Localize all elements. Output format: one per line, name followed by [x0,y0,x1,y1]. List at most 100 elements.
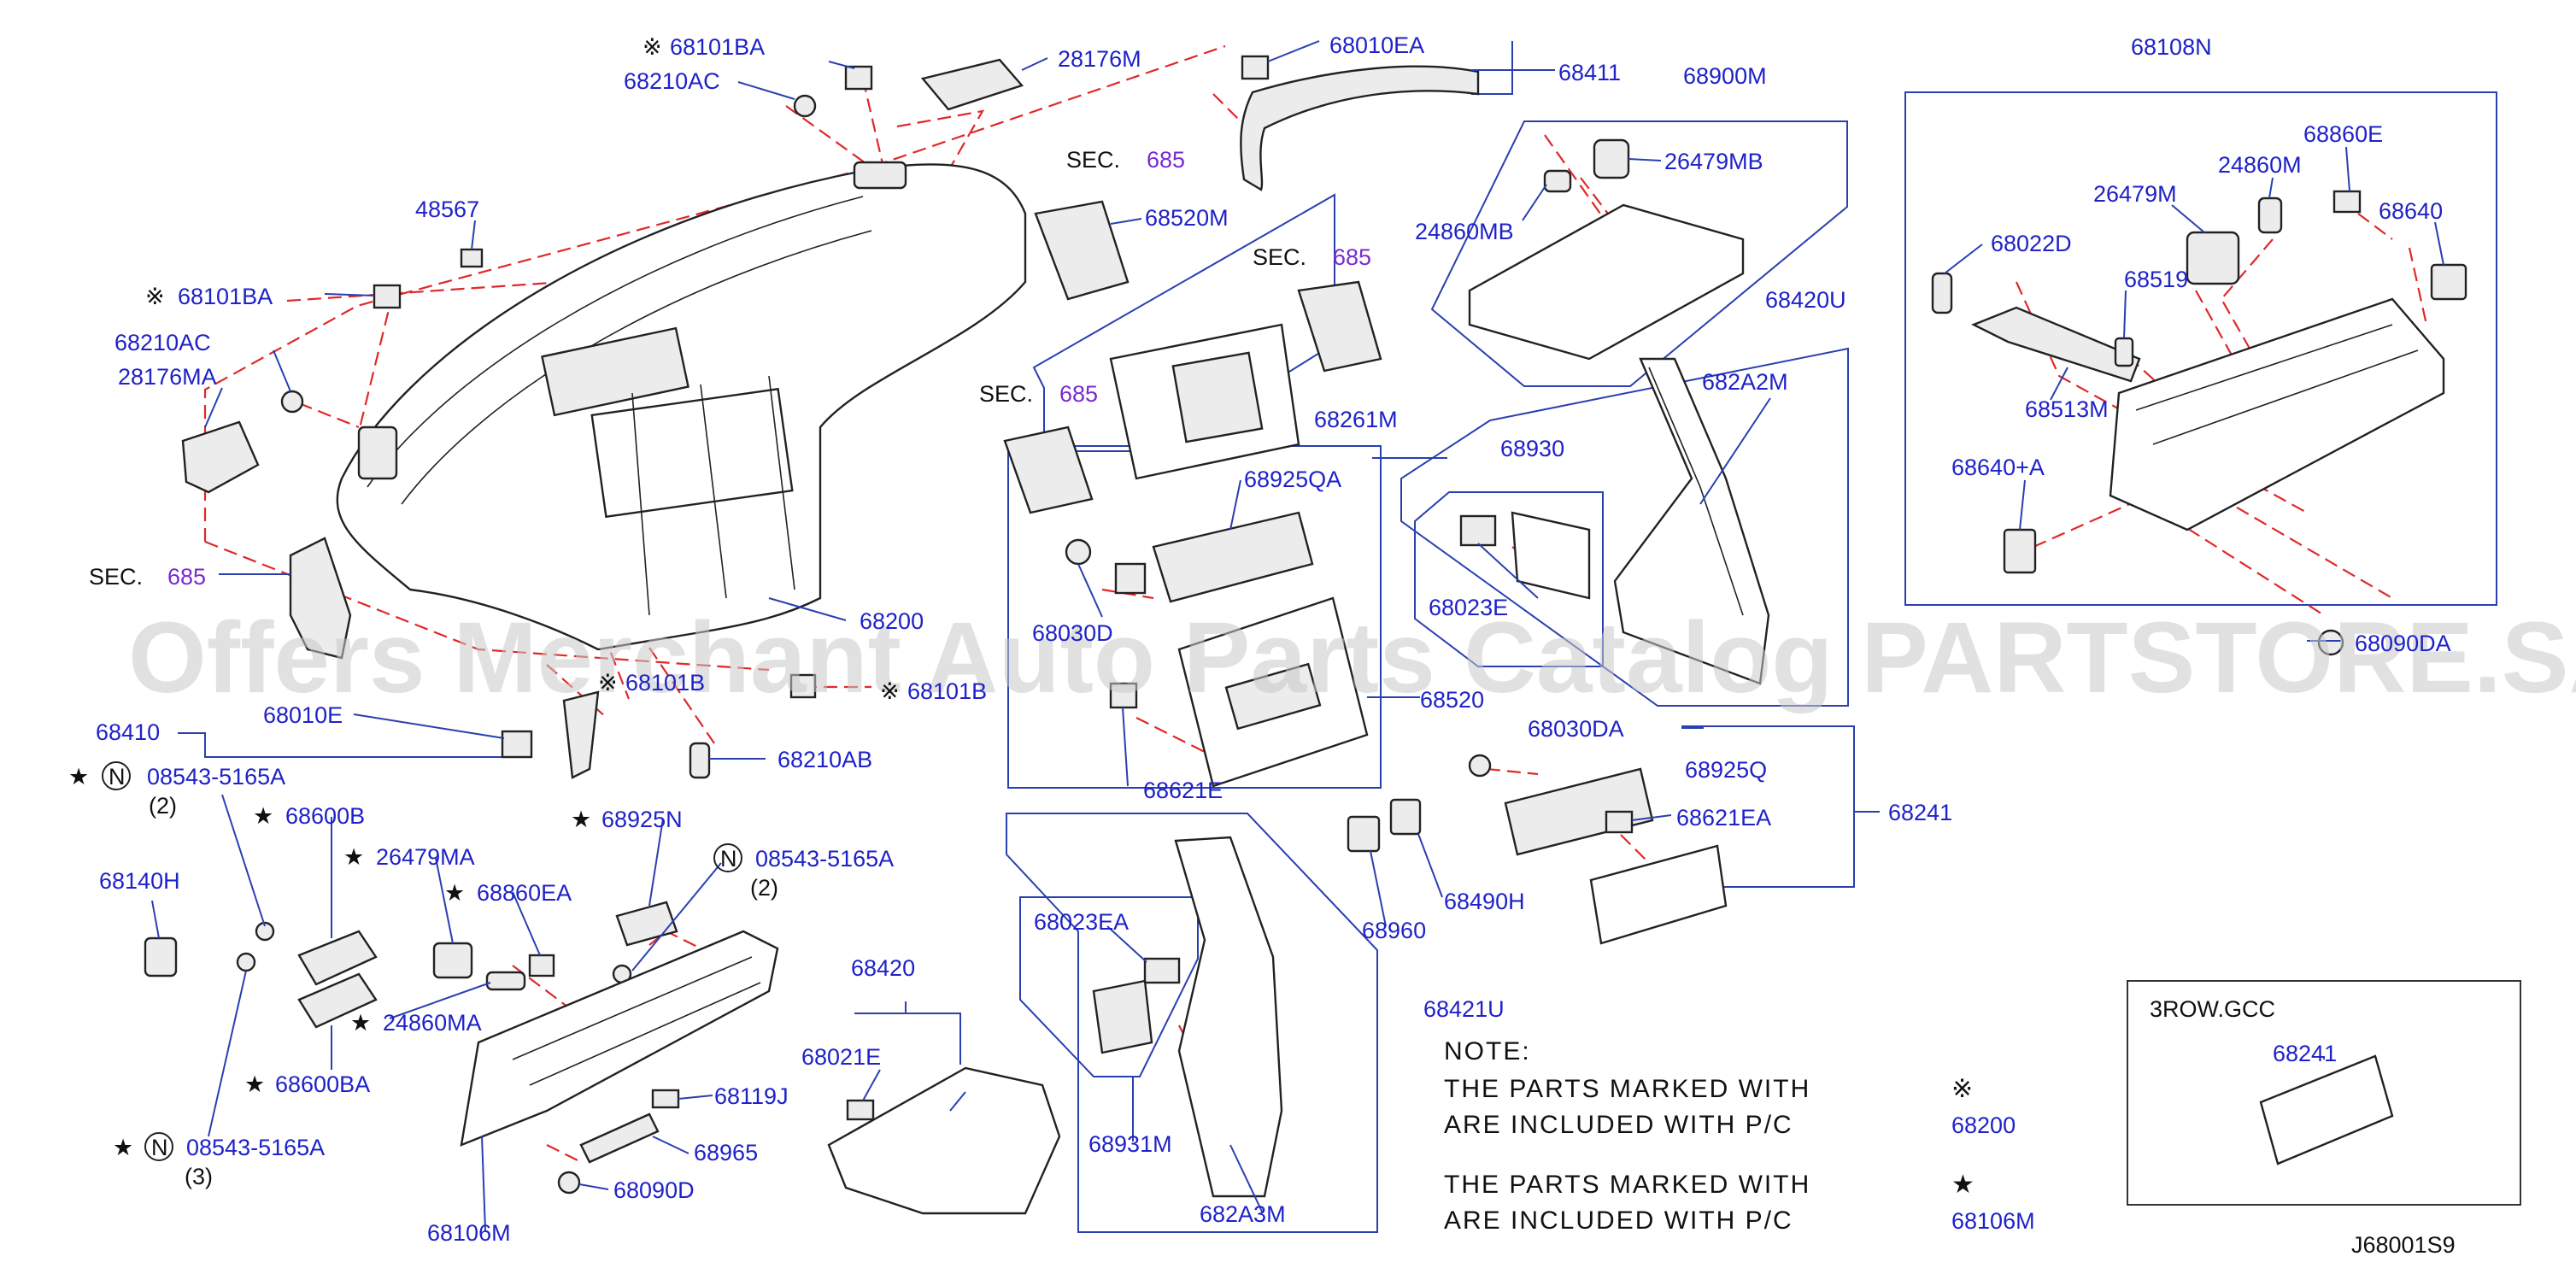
switch-68600ba [297,972,378,1029]
trim-68410 [562,690,600,779]
label-26479ma: 26479MA [376,844,475,870]
screw-68210ac-top [793,94,817,118]
qty-08543-2: (2) [750,875,778,901]
stopper-24860ma [485,971,526,991]
note-line-3: THE PARTS MARKED WITH [1444,1171,1810,1199]
dash-panel-ridge-1 [367,196,864,488]
bracket-68241 [1681,725,1855,888]
pin-68022d [1931,272,1953,314]
label-68210ab: 68210AB [777,747,872,772]
qty-08543-3: (3) [185,1164,213,1189]
note-line-2-part: 68200 [1951,1112,2016,1138]
cover-28176m [920,58,1024,111]
label-68925n: 68925N [601,807,683,832]
screw-68210ab [689,742,711,779]
sec-ref-4-prefix: SEC. [89,564,143,590]
label-28176m: 28176M [1058,46,1141,72]
label-08543-2: 08543-5165A [755,846,894,872]
cover-68965 [579,1112,660,1164]
n-mark-08543-3: N [151,1135,168,1160]
n-mark-08543-2: N [720,846,737,872]
dash-24860m [2220,238,2274,360]
label-68101ba-left: 68101BA [178,284,273,309]
sec-ref-1-prefix: SEC. [1066,147,1120,173]
label-08543-1: 08543-5165A [147,764,285,790]
bracket-68023e [1459,514,1497,547]
label-68410: 68410 [96,719,160,745]
clip-68261m [1114,562,1147,595]
box-68421u [1006,813,1378,1233]
trim-68140h [144,936,178,977]
label-68023e: 68023E [1429,595,1508,620]
star-68925n: ★ [571,807,591,832]
sec-ref-2-prefix: SEC. [1253,244,1306,270]
damper-26479mb [1593,138,1630,179]
stopper-24860m [2257,197,2283,234]
plate-68930 [1511,511,1591,600]
label-68513m: 68513M [2025,396,2109,422]
note-line-2: ARE INCLUDED WITH P/C [1444,1111,1793,1139]
sec-ref-3-num: 685 [1059,381,1098,407]
label-68411: 68411 [1558,60,1621,85]
label-682a3m: 682A3M [1200,1201,1286,1227]
circle-n-08543-1 [102,761,131,790]
label-68490h: 68490H [1444,889,1525,914]
label-68106m: 68106M [427,1220,511,1246]
label-68108n: 68108N [2131,34,2212,60]
switch-68925q [1504,767,1654,856]
label-68519: 68519 [2124,267,2188,292]
bracket-68023ea [1143,957,1181,984]
note-line-1-mark: ※ [1951,1075,1975,1103]
dash-68210ac-left [298,402,360,429]
dash-panel-top-vent [853,161,907,190]
latch-68640 [2430,263,2467,301]
label-68520: 68520 [1420,687,1484,713]
label-68600ba: 68600BA [275,1071,370,1097]
vent-68520m-center [1003,426,1094,514]
dash-68241 [1605,819,1676,924]
label-68860ea: 68860EA [477,880,572,906]
label-68090d: 68090D [613,1177,695,1203]
rod-68513m [1971,306,2141,383]
bracket-68420 [854,1013,961,1065]
label-68101b-right: 68101B [907,678,987,704]
label-68140h: 68140H [99,868,180,894]
label-68960: 68960 [1362,918,1426,943]
label-68640a: 68640+A [1951,455,2045,480]
label-26479m: 26479M [2093,181,2177,207]
trim-68411 [1240,65,1480,191]
label-68931m: 68931M [1088,1131,1172,1157]
ref-mark-68101b-right: ※ [880,678,900,704]
label-68101b-mid: 68101B [625,670,705,696]
label-68261m: 68261M [1314,407,1398,432]
plug-68960 [1347,815,1381,853]
note-line-4: ARE INCLUDED WITH P/C [1444,1206,1793,1235]
label-68090da: 68090DA [2355,631,2451,656]
dash-panel-left-vent [357,426,398,480]
cover-68420 [827,1066,1061,1215]
n-mark-08543-1: N [109,764,126,790]
label-68860e: 68860E [2303,121,2383,147]
label-68021e: 68021E [801,1044,881,1070]
panel-68420u-edge [1648,367,1744,616]
screw-68090da [2317,629,2344,656]
label-68210ac-top: 68210AC [624,68,720,94]
label-68621e: 68621E [1143,778,1223,803]
section-refs: SEC. 685 SEC. 685 SEC. 685 SEC. 685 [89,147,1371,590]
box-68930 [1414,491,1604,667]
dash-panel-center-stack [590,387,794,519]
ref-mark-68101ba-top: ※ [643,34,662,60]
damper-26479ma [432,942,473,979]
box-68420u [1400,347,1849,707]
clip-68101b-right [789,673,817,699]
circle-n-08543-3 [144,1132,173,1161]
star-08543-1: ★ [68,764,89,790]
diagram-id: J68001S9 [2351,1232,2456,1258]
sec-ref-2-num: 685 [1333,244,1371,270]
vent-68520m-left [1034,200,1130,301]
damper-26479m [2186,231,2240,285]
screen-68520m [1171,351,1264,443]
cover-68931m [1092,979,1153,1054]
label-68640: 68640 [2379,198,2443,224]
dash-panel-frame-ribs [631,375,795,616]
